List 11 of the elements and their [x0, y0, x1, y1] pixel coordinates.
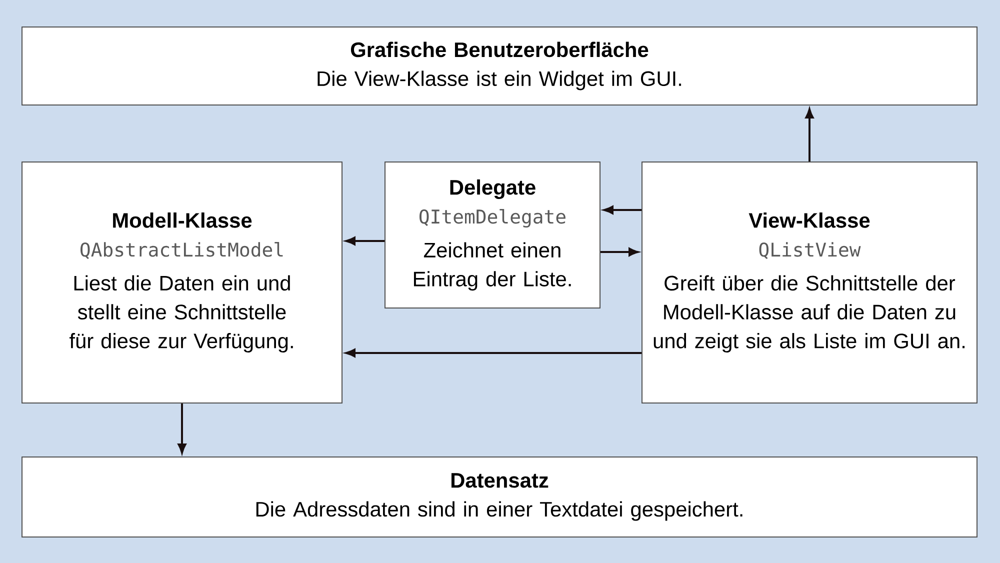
- class-box: Modell-Klasse QAbstractListModel Liest die Daten ein und stellt eine Schnittstelle für diese zur Verfügung.: [22, 162, 342, 404]
- arrow: [604, 206, 642, 214]
- arrow: [346, 236, 384, 246]
- class-box: Datensatz Die Adressdaten sind in einer Textdatei gespeichert.: [22, 456, 978, 538]
- arrow: [346, 348, 642, 358]
- arrow: [600, 248, 638, 256]
- arrow: [178, 404, 186, 454]
- class-box: Delegate QItemDelegate Zeichnet einen Eintrag der Liste.: [384, 162, 600, 308]
- class-box: View-Klasse QListView Greift über die Schnittstelle der Modell-Klasse auf die Daten zu und zeigt sie als Liste im GUI an.: [642, 162, 978, 404]
- arrow: [805, 108, 814, 162]
- class-box: Grafische Benutzeroberfläche Die View-Klasse ist ein Widget im GUI.: [22, 26, 978, 106]
